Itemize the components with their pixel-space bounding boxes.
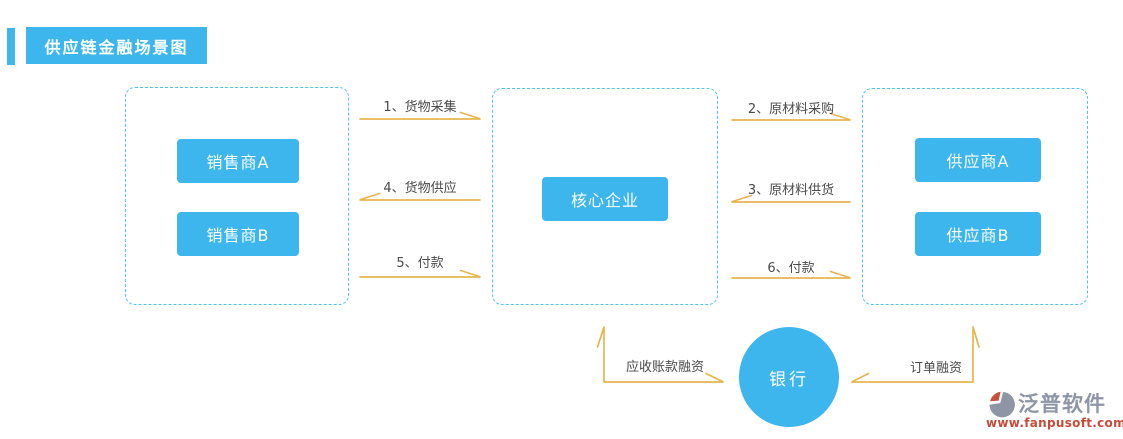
brand-logo: 泛普软件 www.fanpusoft.com xyxy=(986,389,1123,430)
arrow-payment-5-right-icon xyxy=(359,269,481,278)
brand-name: 泛普软件 xyxy=(1018,391,1106,416)
flow-label-payment-6: 6、付款 xyxy=(767,261,815,276)
fanpu-logo-icon xyxy=(989,391,1015,418)
node-seller-b: 销售商B xyxy=(177,212,299,256)
flow-label-raw-material-purchase: 2、原材料采购 xyxy=(747,102,835,117)
flow-label-receivables-financing: 应收账款融资 xyxy=(625,360,704,375)
node-bank: 银行 xyxy=(739,327,839,427)
flow-label-raw-material-supply: 3、原材料供货 xyxy=(747,183,835,198)
brand-row: 泛普软件 xyxy=(986,389,1118,419)
sellers-group-box xyxy=(125,87,349,305)
node-supplier-b: 供应商B xyxy=(915,212,1041,256)
node-core-enterprise: 核心企业 xyxy=(542,177,668,221)
node-supplier-a: 供应商A xyxy=(915,138,1041,182)
flow-label-goods-collection: 1、货物采集 xyxy=(383,100,457,115)
node-seller-a: 销售商A xyxy=(177,139,299,183)
page-title: 供应链金融场景图 xyxy=(26,27,207,64)
brand-url: www.fanpusoft.com xyxy=(986,416,1123,430)
flow-label-goods-supply: 4、货物供应 xyxy=(383,181,457,196)
suppliers-group-box xyxy=(862,88,1088,305)
title-accent-bar xyxy=(7,28,15,65)
flow-label-payment-5: 5、付款 xyxy=(396,256,444,271)
flow-label-order-financing: 订单融资 xyxy=(909,361,962,376)
